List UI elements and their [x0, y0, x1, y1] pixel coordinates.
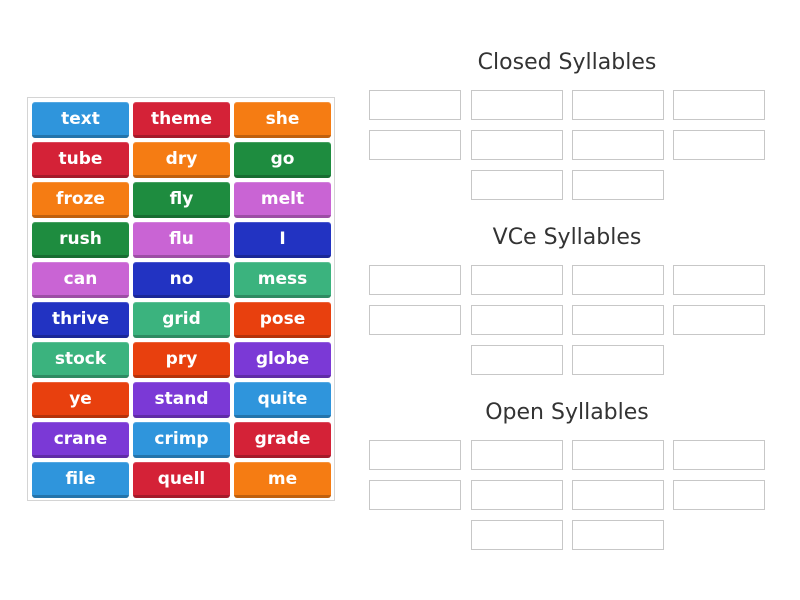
drop-slot[interactable]	[673, 480, 765, 510]
word-tile[interactable]: text	[32, 102, 129, 138]
drop-slot[interactable]	[572, 345, 664, 375]
drop-slot[interactable]	[471, 265, 563, 295]
group-title: VCe Syllables	[492, 225, 642, 250]
drop-slot[interactable]	[572, 265, 664, 295]
group-title: Open Syllables	[485, 400, 649, 425]
word-tile[interactable]: I	[234, 222, 331, 258]
drop-slot[interactable]	[572, 130, 664, 160]
drop-slot[interactable]	[471, 345, 563, 375]
drop-slot[interactable]	[572, 90, 664, 120]
word-tile[interactable]: theme	[133, 102, 230, 138]
drop-slot[interactable]	[369, 265, 461, 295]
word-tile[interactable]: melt	[234, 182, 331, 218]
word-tile[interactable]: pry	[133, 342, 230, 378]
word-tile[interactable]: ye	[32, 382, 129, 418]
drop-slot[interactable]	[471, 305, 563, 335]
drop-slot[interactable]	[471, 520, 563, 550]
word-tile[interactable]: she	[234, 102, 331, 138]
drop-slot[interactable]	[369, 130, 461, 160]
drop-slot[interactable]	[673, 440, 765, 470]
group-title: Closed Syllables	[477, 50, 657, 75]
drop-slot[interactable]	[471, 170, 563, 200]
drop-slot[interactable]	[471, 130, 563, 160]
drop-slot[interactable]	[572, 170, 664, 200]
drop-slot[interactable]	[572, 305, 664, 335]
word-tile[interactable]: quite	[234, 382, 331, 418]
word-tile[interactable]: can	[32, 262, 129, 298]
drop-slot[interactable]	[471, 480, 563, 510]
drop-slot[interactable]	[471, 440, 563, 470]
word-tile[interactable]: dry	[133, 142, 230, 178]
drop-slot[interactable]	[369, 480, 461, 510]
drop-slot[interactable]	[572, 440, 664, 470]
word-tile[interactable]: pose	[234, 302, 331, 338]
word-tile[interactable]: froze	[32, 182, 129, 218]
drop-slot[interactable]	[673, 90, 765, 120]
drop-slot[interactable]	[369, 90, 461, 120]
word-tile[interactable]: file	[32, 462, 129, 498]
word-tile[interactable]: go	[234, 142, 331, 178]
word-tile[interactable]: tube	[32, 142, 129, 178]
drop-slot[interactable]	[673, 305, 765, 335]
drop-slot[interactable]	[673, 265, 765, 295]
word-tile[interactable]: crane	[32, 422, 129, 458]
word-tile[interactable]: globe	[234, 342, 331, 378]
drop-slot[interactable]	[369, 305, 461, 335]
word-tile[interactable]: me	[234, 462, 331, 498]
word-tile[interactable]: crimp	[133, 422, 230, 458]
drop-slot[interactable]	[673, 130, 765, 160]
word-tile[interactable]: stock	[32, 342, 129, 378]
word-tile[interactable]: grid	[133, 302, 230, 338]
word-tile[interactable]: grade	[234, 422, 331, 458]
word-tile[interactable]: thrive	[32, 302, 129, 338]
drop-slot[interactable]	[572, 480, 664, 510]
word-tile[interactable]: stand	[133, 382, 230, 418]
word-tile[interactable]: mess	[234, 262, 331, 298]
drop-slot[interactable]	[369, 440, 461, 470]
drop-slot[interactable]	[471, 90, 563, 120]
word-tile[interactable]: quell	[133, 462, 230, 498]
drop-slot[interactable]	[572, 520, 664, 550]
word-tile[interactable]: rush	[32, 222, 129, 258]
word-tile[interactable]: flu	[133, 222, 230, 258]
word-tile[interactable]: no	[133, 262, 230, 298]
word-tile[interactable]: fly	[133, 182, 230, 218]
